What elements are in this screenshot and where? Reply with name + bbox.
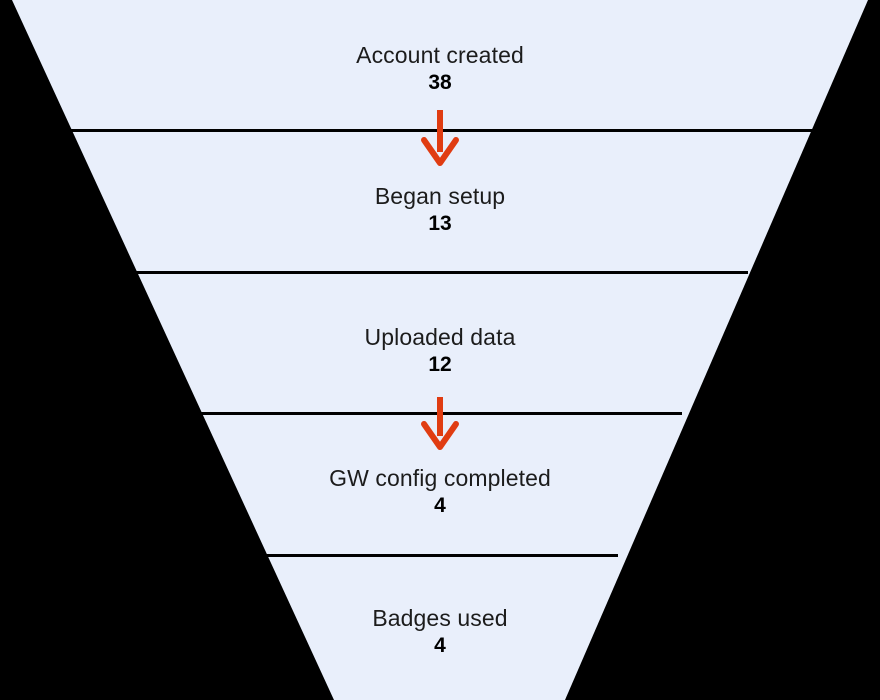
- drop-arrow-icon-1: [421, 110, 459, 166]
- drop-arrow-icon-2: [421, 397, 459, 450]
- funnel-body-shape: [12, 0, 868, 700]
